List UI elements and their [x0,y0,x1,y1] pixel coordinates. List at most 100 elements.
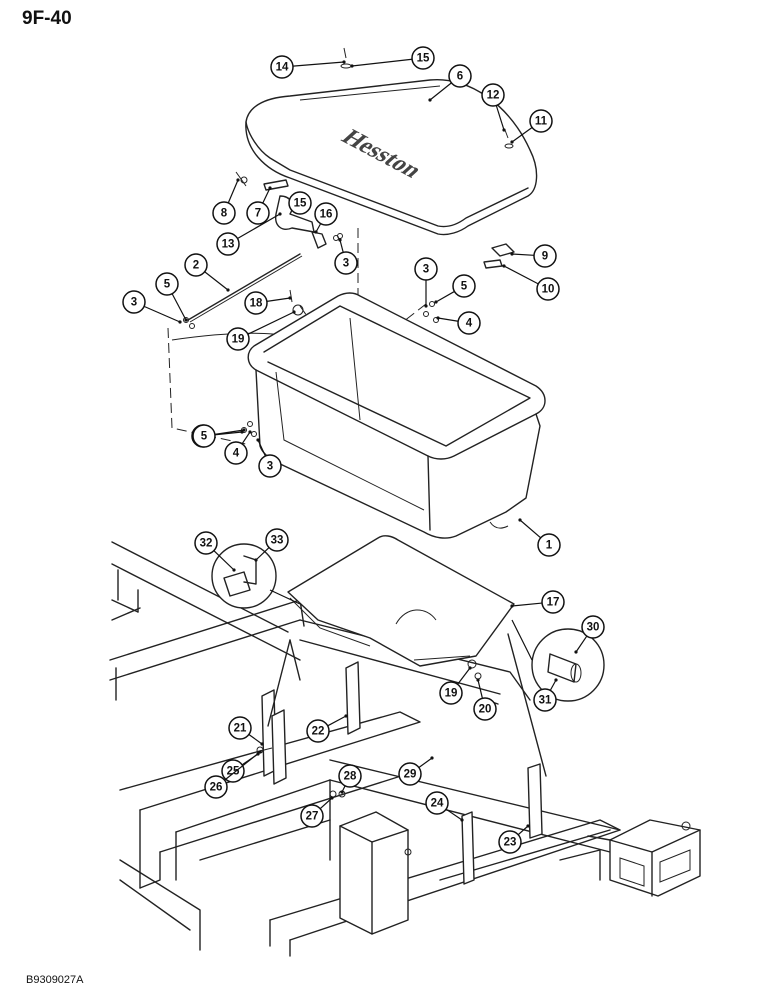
callout-label: 6 [457,71,463,83]
callout-leader-tip [510,252,514,256]
callout-label: 13 [222,239,235,251]
callout-leader [503,265,539,285]
callout-leader [255,547,270,561]
detail-view-pin-left [211,543,301,609]
callout-leader [257,439,266,457]
callout-circle [184,253,208,277]
callout-circle [452,274,476,298]
callout-leader-tip [178,320,182,324]
callout-circle [226,327,250,351]
lid-prop-rod [187,253,301,321]
callout-leader-tip [526,824,530,828]
callout-leader-tip [574,650,578,654]
callout-leader [143,305,181,323]
implement-frame [109,535,701,957]
callout-circle [288,191,312,215]
page-number: 9F-40 [22,8,72,29]
toolbox-tray [247,292,546,539]
callout-leader-tip [430,756,434,760]
callout-leader-tip [330,796,334,800]
callout-label: 3 [343,258,349,270]
callout-leader-tip [468,666,472,670]
callout-label: 12 [487,90,500,102]
callout-leader-tip [248,430,252,434]
callout-circle [224,441,248,465]
callout-leader [213,550,235,571]
box-hardware [183,233,439,437]
callout-leader [435,290,455,303]
callout-circle [498,830,522,854]
callout-circle [338,764,362,788]
callout-label: 1 [546,540,553,552]
callout-circle [258,454,282,478]
callout-leader-tip [288,296,292,300]
callout-label: 5 [461,281,468,293]
callout-leader-tip [342,60,346,64]
callout-leader-tip [236,178,240,182]
callout-leader-tip [344,714,348,718]
callout-leader [241,431,251,445]
callout-label: 3 [423,264,429,276]
callout-leader-tip [434,300,438,304]
callout-circle [194,531,218,555]
callout-label: 33 [271,535,284,547]
callout-leader-tip [268,186,272,190]
callout-leader [418,757,433,769]
callout-circle [533,244,557,268]
callout-leader-tip [260,742,264,746]
callout-label: 9 [542,251,548,263]
callout-label: 28 [344,771,357,783]
callout-label: 15 [294,198,307,210]
callout-circle [533,688,557,712]
callout-leader-tip [254,558,258,562]
callout-circle [481,83,505,107]
callout-leader [511,602,543,607]
callout-leader-tip [424,304,428,308]
callout-circle [414,257,438,281]
callout-leader-tip [258,750,262,754]
callout-circle [244,291,268,315]
callout-label: 29 [404,769,417,781]
callout-label: 22 [312,726,325,738]
callout-leader [248,733,263,745]
callout-leader [262,187,271,204]
callout-label: 14 [276,62,289,74]
callout-leader-tip [476,678,480,682]
callout-leader-tip [242,428,246,432]
callout-leader [237,213,281,240]
callout-label: 11 [535,116,548,128]
callout-leader-tip [510,604,514,608]
callout-label: 4 [233,448,240,460]
callout-leader [457,667,471,685]
callout-label: 8 [221,208,228,220]
callout-leader [327,715,347,727]
callout-leader [549,679,557,691]
callout-leader-tip [436,316,440,320]
callout-leader-tip [460,818,464,822]
callout-leader [171,293,187,321]
callout-label: 16 [320,209,333,221]
callout-leader [495,105,505,131]
callout-circle [192,424,216,448]
callout-circle [439,681,463,705]
callout-label: 32 [200,538,213,550]
callout-circle [457,311,481,335]
callout-leader-tip [554,678,558,682]
callout-label: 2 [193,260,199,272]
callout-label: 15 [417,53,430,65]
figure-code: B9309027A [26,974,84,986]
callout-circle [398,762,422,786]
callout-leader [319,797,333,810]
callout-leader-tip [278,212,282,216]
callout-leader [351,58,413,67]
callout-circle [155,272,179,296]
callout-label: 19 [445,688,458,700]
callout-leader [437,317,459,322]
callout-circle [448,64,472,88]
callout-circle [473,697,497,721]
callout-leader [247,311,295,335]
callout-circle [425,791,449,815]
callout-circle [581,615,605,639]
callout-group: 1415612118715161325391035318519454313233… [122,46,605,854]
